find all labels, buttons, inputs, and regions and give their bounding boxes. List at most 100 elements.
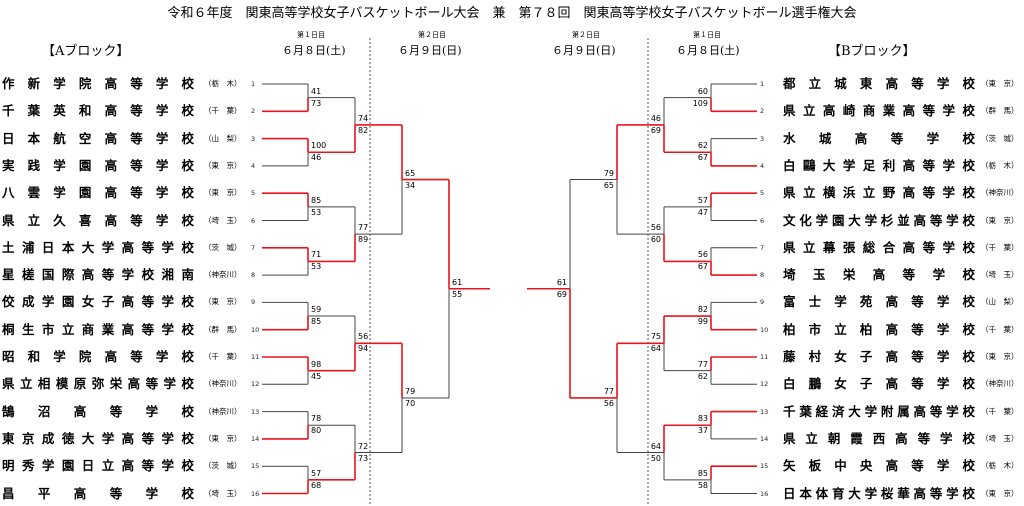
team-prefecture: （埼 玉） (204, 488, 242, 498)
team-seed-number: 8 (760, 271, 765, 280)
match-score: 71 (311, 250, 322, 260)
match-score: 57 (311, 468, 322, 478)
team-prefecture: （東 京） (204, 297, 242, 307)
day2-label-b: 第２日目 (572, 31, 600, 39)
team-name: 星槎国際高等学校湘南 (2, 267, 194, 283)
team-name: 鵠沼高等学校 (2, 403, 194, 419)
match-score: 85 (311, 317, 322, 327)
match-score: 58 (697, 480, 708, 490)
match-score: 65 (405, 168, 416, 178)
team-prefecture: （埼 玉） (981, 270, 1019, 280)
team-prefecture: （神奈川） (204, 406, 242, 416)
match-score: 46 (311, 153, 322, 163)
team-prefecture: （埼 玉） (204, 215, 242, 225)
match-score: 47 (697, 207, 708, 217)
team-seed-number: 15 (760, 462, 769, 471)
match-score: 99 (697, 317, 708, 327)
match-score: 79 (405, 386, 416, 396)
match-score: 64 (650, 441, 661, 451)
team-name: 東京成徳大学高等学校 (2, 430, 194, 446)
block-b-heading: 【Bブロック】 (828, 44, 916, 59)
match-score: 98 (311, 359, 322, 369)
team-name: 白鷗大学足利高等学校 (783, 157, 975, 173)
match-score: 62 (697, 141, 708, 151)
team-name: 県立高崎商業高等学校 (783, 103, 975, 119)
team-prefecture: （埼 玉） (981, 433, 1019, 443)
match-score: 82 (358, 125, 369, 135)
team-seed-number: 6 (760, 216, 765, 225)
match-score: 94 (358, 344, 369, 354)
team-prefecture: （東 京） (981, 352, 1019, 361)
match-score: 60 (697, 86, 708, 96)
match-score: 45 (311, 371, 322, 381)
team-prefecture: （東 京） (981, 79, 1019, 88)
match-score: 82 (697, 305, 708, 315)
team-prefecture: （栃 木） (981, 461, 1019, 471)
match-score: 69 (650, 125, 661, 135)
team-name: 明秀学園日立高等学校 (2, 458, 194, 474)
team-name: 八雲学園高等学校 (2, 185, 194, 201)
team-prefecture: （栃 木） (981, 160, 1019, 170)
match-score: 56 (697, 250, 708, 260)
match-score: 56 (603, 398, 614, 408)
team-prefecture: （神奈川） (204, 270, 242, 280)
match-score: 77 (358, 223, 369, 233)
team-seed-number: 3 (760, 134, 765, 143)
team-name: 県立横浜立野高等学校 (783, 185, 975, 201)
match-score: 67 (697, 262, 708, 272)
match-score: 50 (650, 453, 661, 463)
team-prefecture: （山 梨） (204, 133, 242, 143)
team-seed-number: 12 (760, 380, 769, 389)
team-seed-number: 1 (251, 80, 256, 88)
match-score: 69 (556, 289, 567, 299)
team-name: 佼成学園女子高等学校 (2, 294, 194, 310)
team-name: 昭和学院高等学校 (2, 349, 194, 364)
team-prefecture: （神奈川） (204, 379, 242, 389)
team-seed-number: 10 (251, 325, 260, 334)
team-prefecture: （千 葉） (981, 242, 1019, 252)
team-seed-number: 15 (251, 462, 260, 471)
team-name: 実践学園高等学校 (2, 157, 194, 173)
team-name: 日本航空高等学校 (2, 130, 194, 146)
team-seed-number: 11 (760, 353, 769, 361)
team-seed-number: 3 (251, 134, 256, 143)
match-score: 89 (358, 235, 369, 245)
match-score: 53 (311, 207, 322, 217)
match-score: 53 (311, 262, 322, 272)
team-name: 県立幕張総合高等学校 (783, 239, 975, 255)
match-score: 67 (697, 153, 708, 163)
team-seed-number: 7 (760, 243, 765, 252)
team-seed-number: 2 (251, 107, 256, 116)
match-score: 77 (697, 359, 708, 369)
page-title: 令和６年度 関東高等学校女子バスケットボール大会 兼 第７８回 関東高等学校女子… (167, 6, 857, 21)
match-score: 34 (405, 180, 416, 190)
team-prefecture: （東 京） (204, 433, 242, 443)
team-prefecture: （東 京） (204, 160, 242, 170)
team-seed-number: 5 (760, 189, 765, 198)
team-seed-number: 9 (760, 298, 765, 307)
team-seed-number: 9 (251, 298, 256, 307)
team-seed-number: 16 (760, 489, 769, 498)
team-name: 柏市立柏高等学校 (783, 321, 975, 337)
team-prefecture: （群 馬） (981, 106, 1019, 116)
team-name: 昌平高等学校 (2, 485, 194, 501)
team-seed-number: 8 (251, 271, 256, 280)
team-seed-number: 4 (251, 161, 256, 170)
team-seed-number: 14 (251, 434, 260, 443)
team-prefecture: （東 京） (981, 488, 1019, 498)
team-prefecture: （神奈川） (981, 188, 1019, 198)
team-name: 県立相模原弥栄高等学校 (2, 376, 194, 392)
match-score: 37 (697, 426, 708, 436)
match-score: 100 (311, 141, 327, 151)
team-name: 県立久喜高等学校 (2, 212, 194, 228)
team-seed-number: 13 (760, 407, 769, 416)
team-name: 矢板中央高等学校 (783, 458, 975, 474)
team-name: 作新学院高等学校 (2, 76, 194, 91)
date2-label-b: ６月９日(日) (552, 44, 616, 57)
team-seed-number: 12 (251, 380, 260, 389)
team-name: 桐生市立商業高等学校 (2, 321, 194, 337)
team-prefecture: （群 馬） (204, 324, 242, 334)
team-name: 埼玉栄高等学校 (783, 267, 975, 283)
team-seed-number: 6 (251, 216, 256, 225)
team-name: 文化学園大学杉並高等学校 (783, 212, 975, 228)
